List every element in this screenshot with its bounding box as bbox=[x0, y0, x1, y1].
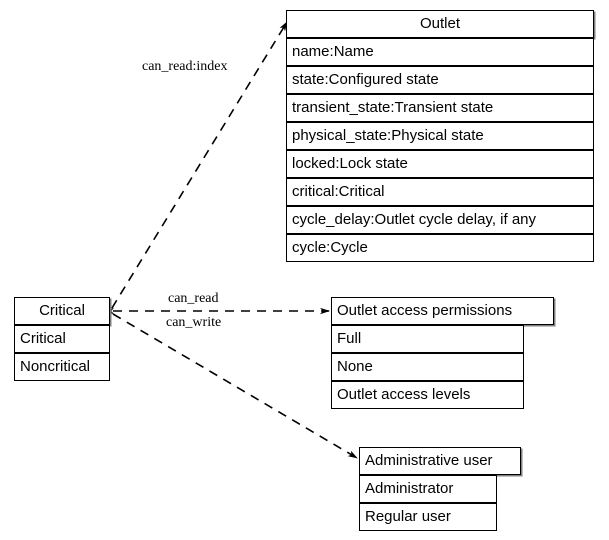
class-critical-attribute[interactable]: Noncritical bbox=[14, 353, 110, 381]
class-outlet-access-permissions-attribute[interactable]: Full bbox=[331, 325, 524, 353]
class-outlet-title[interactable]: Outlet bbox=[286, 10, 594, 38]
class-administrative-user-attribute[interactable]: Administrator bbox=[359, 475, 497, 503]
edge-label-can-read: can_read bbox=[168, 291, 219, 306]
class-outlet-attribute[interactable]: physical_state:Physical state bbox=[286, 122, 594, 150]
class-administrative-user[interactable]: Administrative user Administrator Regula… bbox=[359, 447, 523, 531]
class-outlet-access-permissions-attribute[interactable]: Outlet access levels bbox=[331, 381, 524, 409]
edge-line-to-admin bbox=[112, 313, 358, 459]
class-outlet-attribute[interactable]: cycle_delay:Outlet cycle delay, if any bbox=[286, 206, 594, 234]
class-critical[interactable]: Critical Critical Noncritical bbox=[14, 297, 110, 381]
class-outlet-attribute[interactable]: name:Name bbox=[286, 38, 594, 66]
class-outlet-access-permissions-attribute[interactable]: None bbox=[331, 353, 524, 381]
class-outlet-attribute[interactable]: state:Configured state bbox=[286, 66, 594, 94]
class-outlet-attribute[interactable]: transient_state:Transient state bbox=[286, 94, 594, 122]
class-critical-title[interactable]: Critical bbox=[14, 297, 110, 325]
edge-label-can-write: can_write bbox=[166, 315, 222, 330]
class-outlet-access-permissions-title[interactable]: Outlet access permissions bbox=[331, 297, 554, 325]
class-administrative-user-attribute[interactable]: Regular user bbox=[359, 503, 497, 531]
edge-label-can-read-index: can_read:index bbox=[142, 59, 228, 74]
class-outlet-access-permissions[interactable]: Outlet access permissions Full None Outl… bbox=[331, 297, 556, 409]
class-outlet-attribute[interactable]: cycle:Cycle bbox=[286, 234, 594, 262]
class-critical-attribute[interactable]: Critical bbox=[14, 325, 110, 353]
class-outlet-attribute[interactable]: locked:Lock state bbox=[286, 150, 594, 178]
class-administrative-user-title[interactable]: Administrative user bbox=[359, 447, 521, 475]
class-outlet-attribute[interactable]: critical:Critical bbox=[286, 178, 594, 206]
class-outlet[interactable]: Outlet name:Name state:Configured state … bbox=[286, 10, 594, 272]
